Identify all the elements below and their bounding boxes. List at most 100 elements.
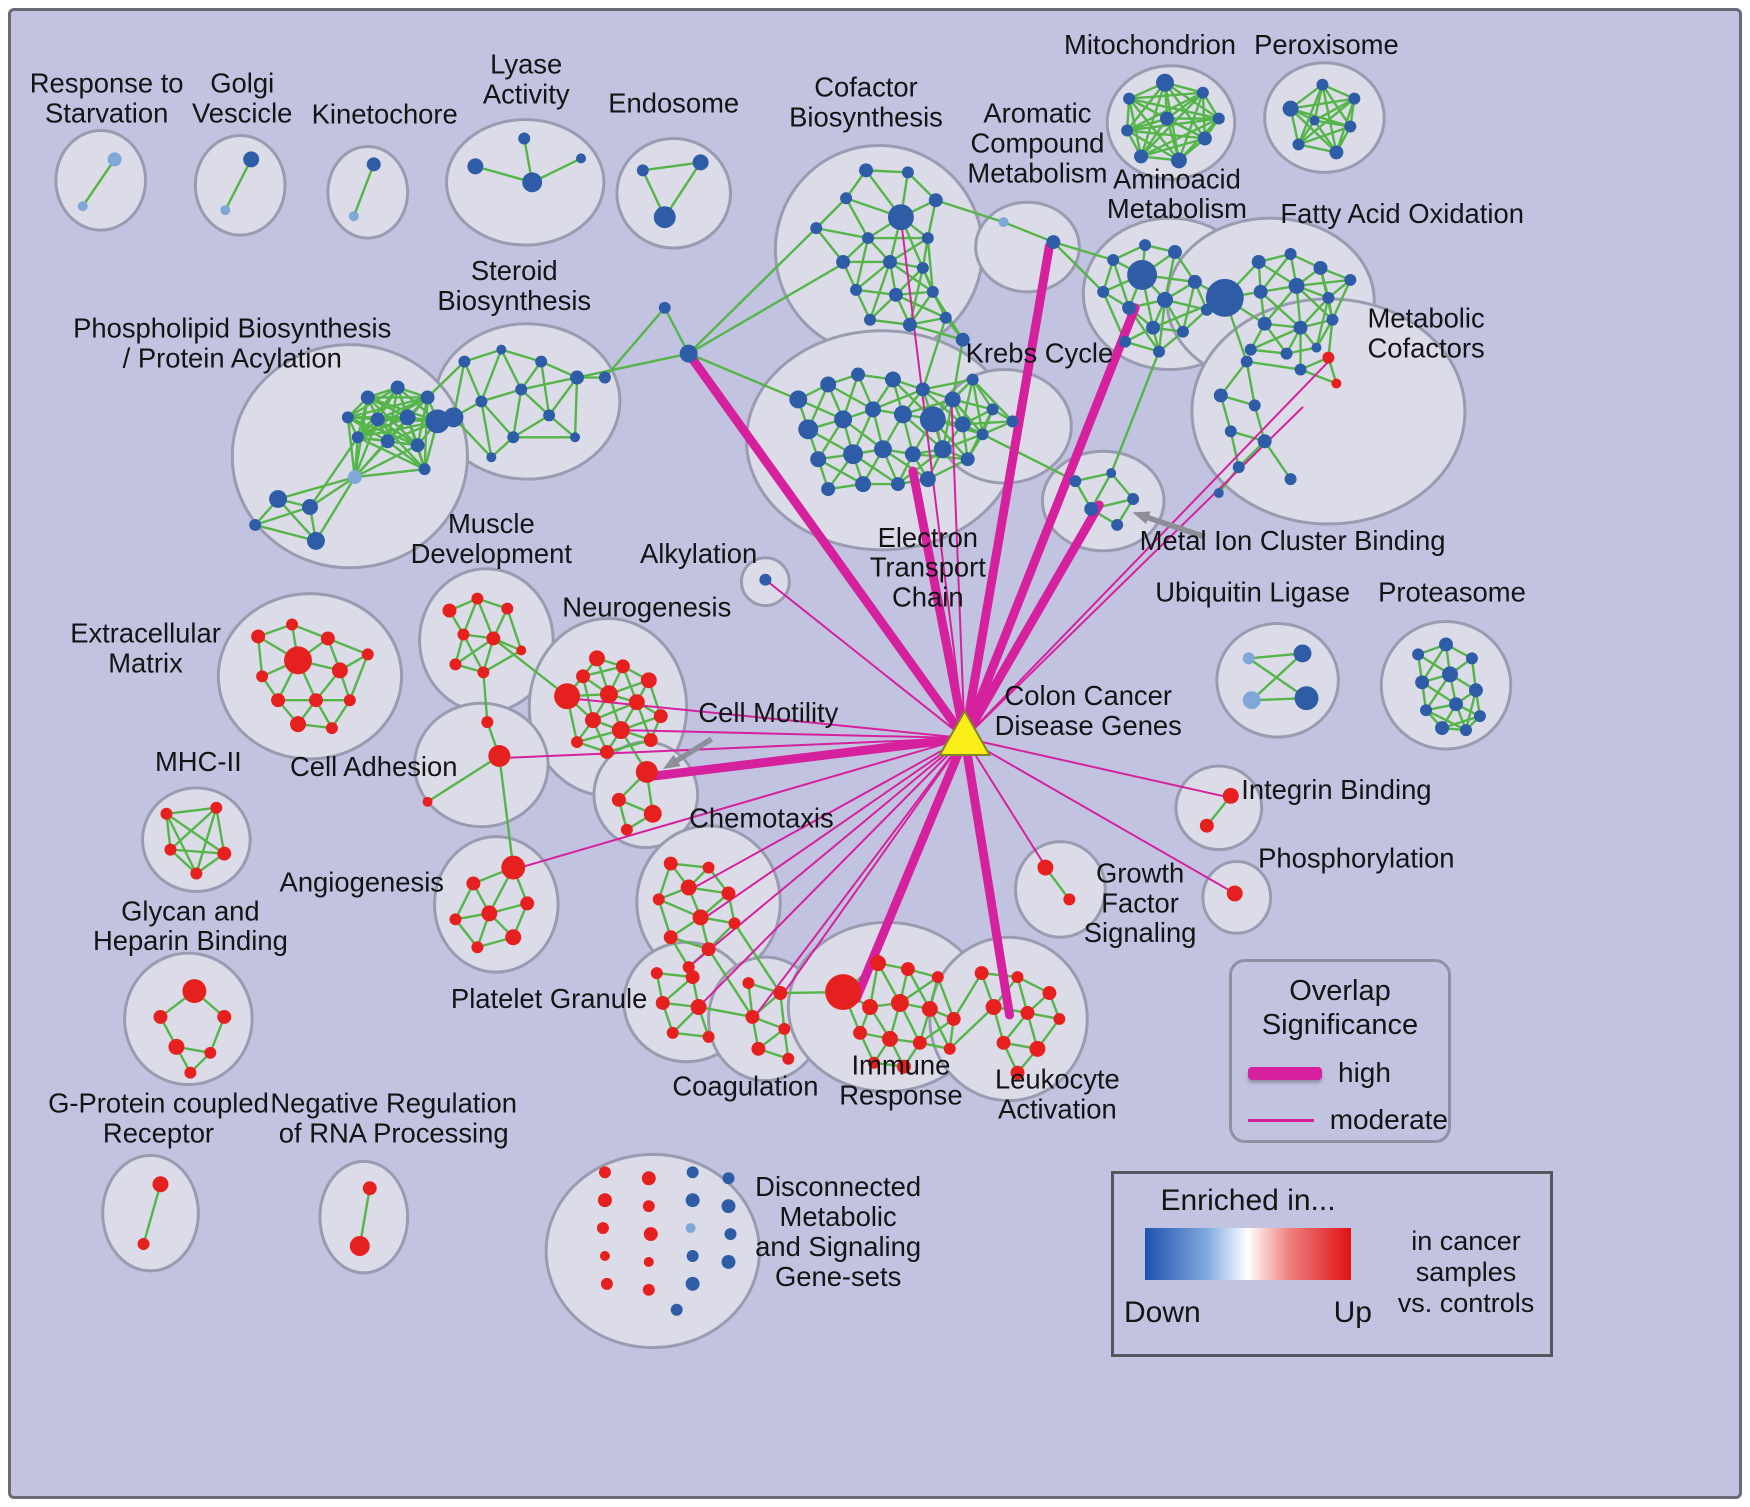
cluster-label-phosphorylation: Phosphorylation (1258, 843, 1454, 874)
gene-set-node (1244, 343, 1257, 356)
gene-set-node (692, 909, 709, 926)
gene-set-node (881, 1030, 898, 1047)
gene-set-node (1326, 313, 1339, 326)
enrichment-edge (922, 388, 964, 426)
gene-set-node (471, 592, 484, 605)
enrichment-edge (1297, 84, 1324, 145)
cluster-label-angiogenesis: Angiogenesis (280, 866, 444, 897)
cluster-label-neurogenesis: Neurogenesis (562, 592, 731, 623)
gene-set-node (998, 217, 1009, 228)
gene-set-node (1248, 399, 1261, 412)
gene-set-node (256, 670, 269, 683)
gene-set-node (1449, 697, 1463, 712)
cluster-ellipse-golgi-vescicle (193, 134, 287, 237)
gene-set-node (477, 666, 490, 679)
gene-set-node (986, 403, 999, 416)
gene-set-node (820, 376, 837, 393)
gene-set-node (1176, 325, 1189, 338)
gene-set-node (1123, 92, 1136, 105)
gene-set-node (599, 745, 614, 759)
enrichment-edge (353, 440, 389, 478)
gene-set-node (859, 163, 874, 178)
gene-set-node (554, 683, 581, 710)
gene-set-node (1187, 274, 1202, 289)
gene-set-node (789, 390, 808, 409)
gene-set-node (882, 255, 897, 269)
gene-set-node (960, 452, 975, 467)
gene-set-node (682, 961, 695, 974)
enrichment-edge (309, 476, 356, 508)
gene-set-node (701, 942, 716, 957)
gene-set-node (855, 476, 872, 493)
high-significance-label: high (1338, 1057, 1391, 1088)
enrichment-edge (512, 389, 523, 438)
gene-set-node (422, 796, 433, 807)
gene-set-node (361, 648, 374, 661)
enrichment-edge (909, 323, 964, 341)
gene-set-node (182, 979, 207, 1003)
enrichment-edge (512, 414, 550, 439)
enrichment-edge (480, 400, 515, 439)
enrichment-edge (1127, 129, 1205, 140)
enrichment-edge (1140, 137, 1206, 158)
enrichment-edge (169, 806, 218, 851)
enrichment-edge (573, 377, 579, 438)
gene-set-node (1292, 138, 1305, 151)
gene-set-node (1170, 152, 1187, 169)
gene-set-node (380, 434, 395, 449)
gene-set-node (825, 974, 862, 1010)
enrichment-edge (815, 197, 847, 229)
gene-set-node (742, 977, 755, 990)
cluster-ellipse-glycan-heparin-binding (123, 951, 254, 1087)
moderate-significance-edge (963, 737, 1232, 799)
moderate-significance-edge (500, 737, 966, 759)
gene-set-node (974, 966, 989, 981)
gene-set-node (1253, 284, 1268, 299)
enrichment-edge (1140, 117, 1168, 158)
moderate-significance-edge (963, 406, 1304, 740)
cluster-label-fatty-acid-oxidation: Fatty Acid Oxidation (1280, 198, 1524, 229)
enrichment-edge (277, 475, 356, 501)
gene-set-node (347, 470, 362, 485)
gene-set-node (1322, 291, 1335, 304)
cluster-ellipse-phospholipid-biosynthesis (230, 343, 469, 570)
enrichment-edge (480, 401, 493, 458)
enrichment-edge (1263, 440, 1292, 480)
gene-set-node (390, 380, 405, 395)
gene-set-node (931, 971, 944, 984)
gene-set-node (543, 409, 556, 422)
gene-set-node (702, 861, 715, 874)
enrichment-edge (1313, 97, 1355, 122)
enrichment-edge (855, 261, 891, 291)
gene-set-node (1213, 388, 1228, 403)
moderate-significance-edge (950, 406, 966, 740)
gene-set-node (782, 1052, 795, 1065)
enrichment-edge (1314, 119, 1351, 128)
enrichment-edge (357, 436, 426, 471)
gene-set-node (269, 490, 288, 508)
enrichment-edge (845, 197, 870, 239)
gene-set-node (890, 477, 905, 492)
gene-set-node (912, 1035, 927, 1050)
enrichment-edge (482, 649, 522, 674)
gene-set-node (1294, 686, 1319, 711)
cluster-label-mhc-ii: MHC-II (155, 746, 242, 777)
gene-set-node (759, 573, 772, 586)
gene-set-node (1257, 434, 1272, 449)
enrichment-edge (166, 806, 217, 815)
enrichment-edge (926, 237, 934, 292)
gene-set-node (184, 1066, 197, 1079)
enrichment-edge (815, 227, 845, 263)
enrichment-edge (1421, 643, 1448, 683)
cluster-ellipse-kinetochore (326, 144, 410, 240)
enrichment-edge (357, 420, 438, 439)
gene-set-node (1311, 342, 1322, 353)
gene-set-node (164, 843, 177, 856)
enrichment-gradient-bar (1145, 1228, 1351, 1280)
gene-set-node (290, 716, 306, 733)
gene-set-node (1053, 1012, 1066, 1025)
pointer-arrow (1139, 512, 1206, 540)
enrichment-edge (81, 158, 116, 207)
